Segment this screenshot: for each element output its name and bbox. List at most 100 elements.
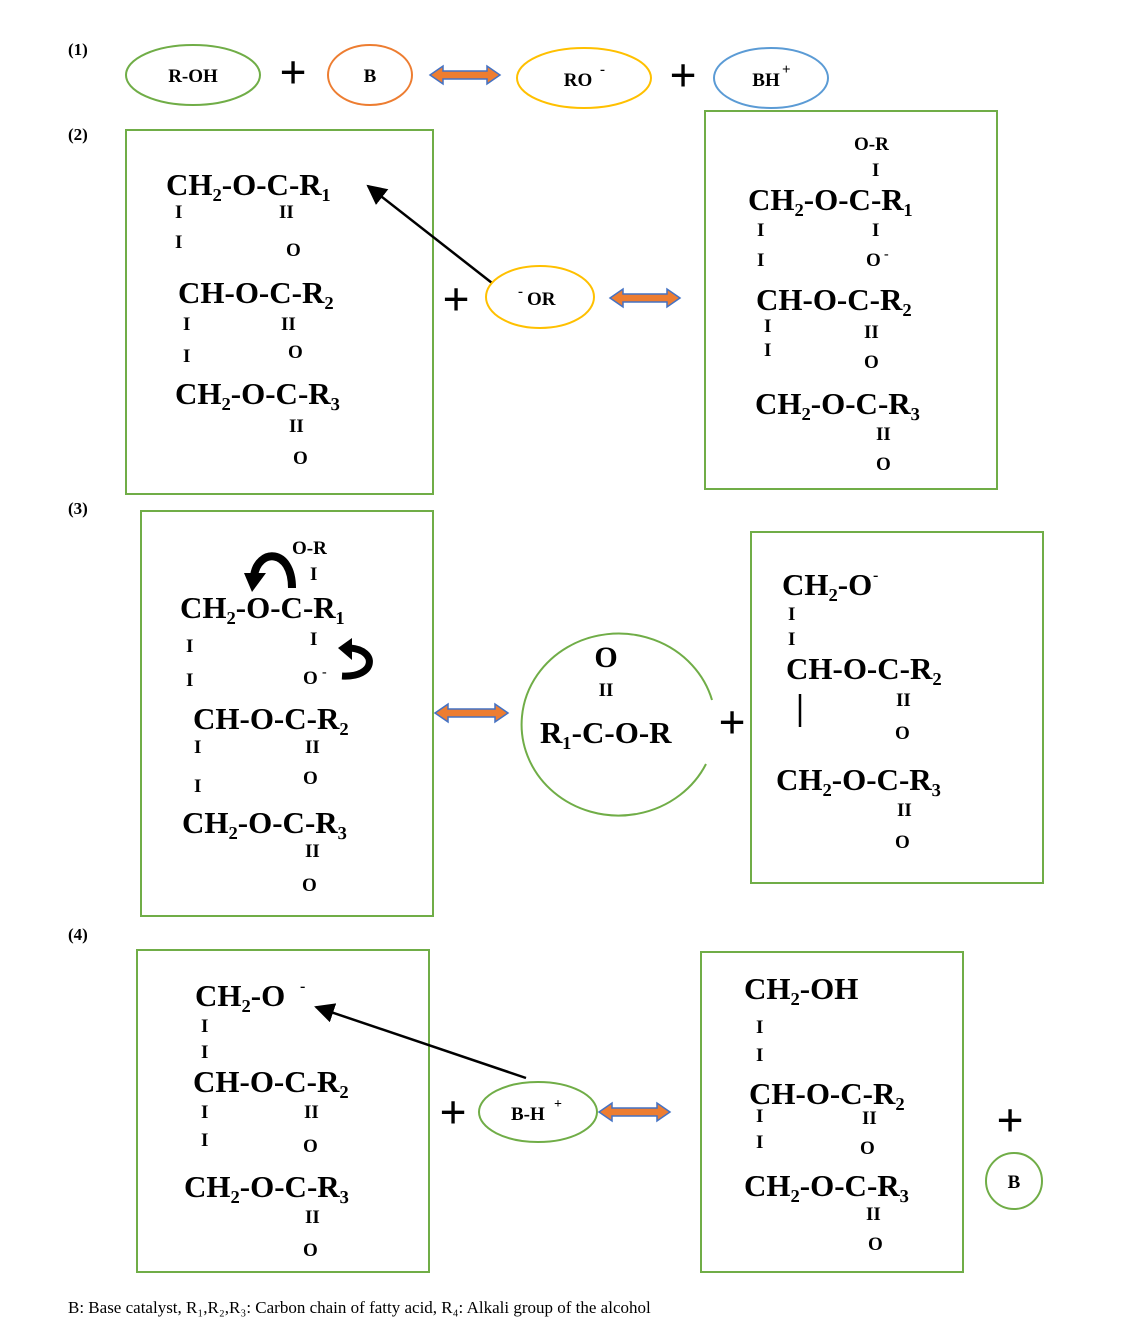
double-bond: II: [876, 424, 891, 445]
bond-bar: I: [764, 340, 771, 361]
molecule-box: [750, 531, 1044, 884]
ester-formula: R₁-C-O-R: [540, 715, 672, 750]
step-4-protonated-base: B-H +: [478, 1081, 598, 1143]
row-r2: CH-O-C-R₂: [749, 1076, 905, 1111]
row-r2: CH-O-C-R₂: [786, 651, 942, 686]
bond-bar: I: [757, 250, 764, 271]
row-r2: CH-O-C-R₂: [193, 701, 349, 736]
double-bond: II: [305, 841, 320, 862]
molecule-box: [704, 110, 998, 490]
protonated-base-ellipse: [478, 1081, 598, 1143]
step-2-left-triglyceride: CH₂-O-C-R₁ II O I I CH-O-C-R₂ II O I I C…: [125, 129, 434, 495]
bond-bar: I: [183, 346, 190, 367]
alkoxide-charge: -: [873, 567, 878, 584]
carbonyl-oxygen: O: [293, 448, 308, 469]
plus-sign: +: [279, 46, 306, 99]
bond-bar: I: [201, 1130, 208, 1151]
row-r1: CH₂-O-C-R₁: [180, 590, 345, 625]
bond-bar: I: [788, 604, 795, 625]
equilibrium-arrow: [433, 702, 510, 724]
base-label: B: [1008, 1172, 1021, 1193]
carbonyl-oxygen: O: [860, 1138, 875, 1159]
row-r2: CH-O-C-R₂: [178, 275, 334, 310]
bond-bar: I: [175, 202, 182, 223]
equilibrium-arrow: [608, 287, 682, 309]
step-1-equation: R-OH + B RO - + BH +: [125, 44, 829, 109]
bond-bar: I: [757, 220, 764, 241]
protonated-base-label: BH: [752, 70, 780, 91]
roh-label: R-OH: [168, 66, 218, 87]
alkoxide-ellipse: [485, 265, 595, 329]
step-4-label: (4): [68, 925, 88, 944]
ester-carbonyl-oxygen: O: [594, 641, 617, 674]
carbonyl-oxygen: O: [303, 1240, 318, 1261]
bond-bar: I: [310, 564, 317, 585]
oxyanion-charge: -: [884, 247, 889, 262]
base-ellipse: [327, 44, 413, 106]
fatty-acid-ester: O II R₁-C-O-R: [520, 632, 713, 817]
bond-bar: I: [756, 1132, 763, 1153]
double-bond: II: [897, 800, 912, 821]
bond-bar: I: [175, 232, 182, 253]
protonated-base-charge: +: [782, 62, 791, 78]
double-bond: II: [305, 1207, 320, 1228]
step-3-diglyceride-anion: CH₂-O - I I CH-O-C-R₂ II O CH₂-O-C-R₃ II…: [750, 531, 1044, 884]
bond-bar: I: [186, 636, 193, 657]
carbonyl-oxygen: O: [286, 240, 301, 261]
double-bond: II: [864, 322, 879, 343]
plus-sign: +: [669, 49, 696, 102]
bond-bar: I: [183, 314, 190, 335]
plus-sign: +: [996, 1094, 1023, 1147]
legend-footnote: B: Base catalyst, R₁,R₂,R₃: Carbon chain…: [68, 1298, 651, 1317]
row-r3: CH₂-O-C-R₃: [182, 805, 347, 840]
protonated-base-charge: +: [554, 1097, 562, 1112]
ester-circle: [520, 632, 713, 817]
bond-bar: I: [788, 629, 795, 650]
oxyanion-charge: -: [322, 665, 327, 680]
step-4-left-diglyceride-anion: CH₂-O - I I CH-O-C-R₂ I I II O CH₂-O-C-R…: [136, 949, 430, 1273]
step-2-label: (2): [68, 125, 88, 144]
double-bond: II: [896, 690, 911, 711]
carbonyl-oxygen: O: [302, 875, 317, 896]
row-r1: CH₂-O-C-R₁: [166, 167, 331, 202]
alkoxy-group: O-R: [854, 134, 889, 155]
row-r1: CH₂-O: [195, 978, 285, 1013]
curved-electron-arrow: [250, 552, 296, 589]
row-r3: CH₂-O-C-R₃: [184, 1169, 349, 1204]
alkoxide-charge: -: [300, 978, 305, 995]
row-r3: CH₂-O-C-R₃: [755, 386, 920, 421]
curved-arrow-head: [244, 573, 266, 592]
bond-bar: I: [201, 1042, 208, 1063]
double-bond: II: [304, 1102, 319, 1123]
regenerated-base: B: [985, 1152, 1043, 1210]
equilibrium-arrow: [597, 1101, 672, 1123]
plus-sign: +: [439, 1086, 466, 1139]
molecule-box: [125, 129, 434, 495]
bond-bar: I: [310, 629, 317, 650]
row-r2: CH-O-C-R₂: [756, 282, 912, 317]
carbonyl-oxygen: O: [864, 352, 879, 373]
carbonyl-oxygen: O: [868, 1234, 883, 1255]
step-3-left-intermediate: O-R I CH₂-O-C-R₁ I O - I I CH-O-C-R₂ I I…: [140, 510, 434, 917]
roh-ellipse: [125, 44, 261, 106]
bond-bar: I: [872, 220, 879, 241]
carbonyl-oxygen: O: [288, 342, 303, 363]
alkoxy-group: O-R: [292, 538, 327, 559]
bond-bar: I: [201, 1102, 208, 1123]
curved-arrow-head: [338, 638, 352, 660]
carbonyl-oxygen: O: [895, 832, 910, 853]
bond-bar: I: [201, 1016, 208, 1037]
protonated-base-ellipse: [713, 47, 829, 109]
step-1-label: (1): [68, 40, 88, 59]
oxyanion: O: [303, 668, 318, 689]
row-r1: CH₂-O-C-R₁: [748, 182, 913, 217]
carbonyl-oxygen: O: [895, 723, 910, 744]
row-r3: CH₂-O-C-R₃: [776, 762, 941, 797]
plus-sign: +: [718, 696, 745, 749]
alkoxide-charge: -: [600, 62, 605, 78]
bond-bar: I: [756, 1106, 763, 1127]
double-bond: II: [866, 1204, 881, 1225]
protonated-base-label: B-H: [511, 1104, 545, 1125]
bond-bar: I: [756, 1045, 763, 1066]
equilibrium-arrow: [428, 64, 502, 86]
